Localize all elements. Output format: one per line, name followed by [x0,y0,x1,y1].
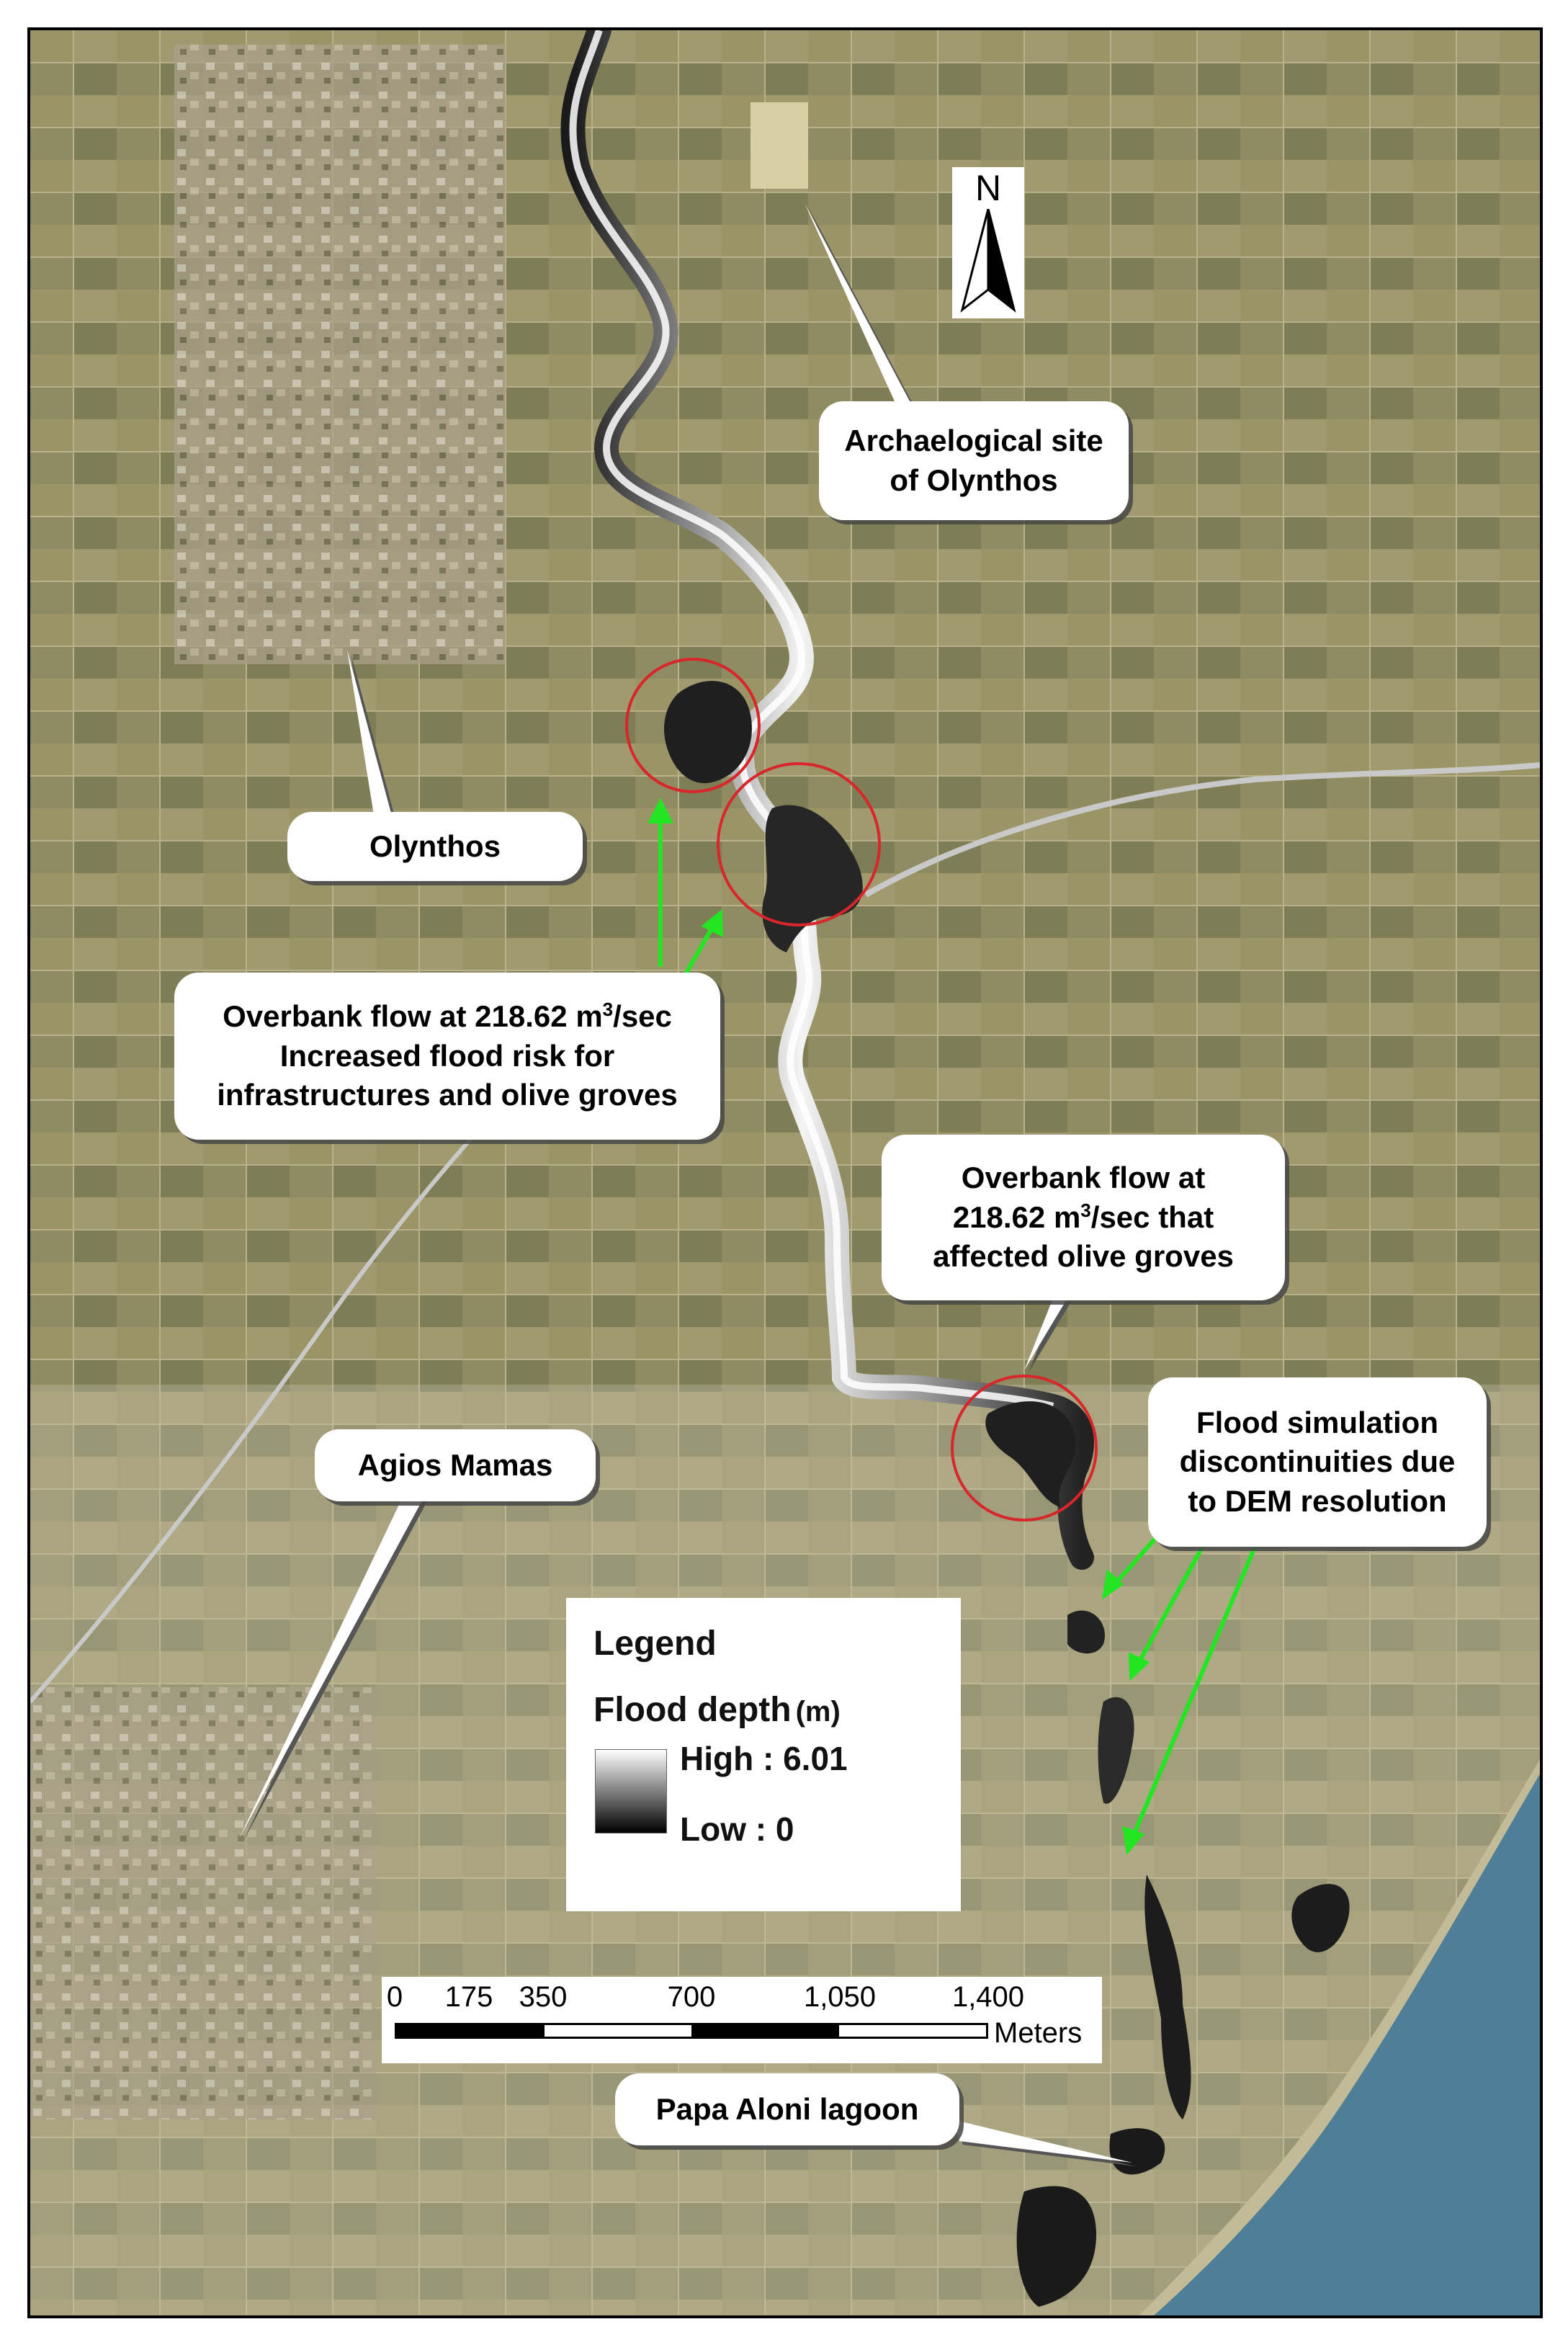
callout-line: Overbank flow at 218.62 m3/sec [223,998,672,1034]
callout-overbank-olive: Overbank flow at 218.62 m3/sec that affe… [882,1135,1285,1300]
flood-circle [717,762,881,926]
callout-line: Archaelogical site [844,423,1103,457]
legend-layer-name: Flood depth(m) [593,1690,841,1730]
river-highlight [569,30,1054,1410]
callout-overbank-infrastructure: Overbank flow at 218.62 m3/sec Increased… [174,973,720,1140]
callout-olynthos: Olynthos [287,812,583,881]
flood-patch [1109,2128,1165,2175]
scale-bar-graphic [395,2023,988,2039]
north-letter: N [975,168,1002,208]
legend-title: Legend [593,1625,717,1663]
scale-tick-label: 350 [519,1981,568,2013]
callout-papa-aloni-lagoon: Papa Aloni lagoon [615,2073,959,2145]
flood-patch [1016,2186,1096,2307]
map-legend: Legend Flood depth(m) High : 6.01 Low : … [566,1598,961,1911]
callout-agios-mamas: Agios Mamas [315,1429,596,1501]
callout-line: infrastructures and olive groves [217,1078,678,1112]
callout-dem-discontinuities: Flood simulation discontinuities due to … [1148,1377,1487,1547]
map-canvas [30,30,1540,2315]
callout-line: Increased flood risk for [279,1038,615,1073]
agios-mamas-town-area [30,1687,376,2119]
pointer-arrows [648,798,1264,1856]
scale-units: Meters [994,2017,1083,2049]
callout-line: 218.62 m3/sec that [952,1199,1214,1234]
scale-segment [838,2025,986,2037]
north-arrow-icon [960,209,1016,313]
callout-archaeological-site: Archaelogical site of Olynthos [819,401,1129,520]
callout-line: Flood simulation [1196,1405,1438,1439]
map-frame: N Archaelogical site of Olynthos Olyntho… [27,27,1543,2318]
flood-circle [625,658,761,793]
sea [1154,1774,1540,2315]
scale-segment [397,2025,545,2037]
flood-patch [1291,1884,1350,1952]
callout-line: Agios Mamas [357,1447,553,1482]
callout-line: of Olynthos [890,463,1058,497]
flood-circle [951,1375,1098,1522]
callout-line: Olynthos [369,828,501,863]
callout-line: to DEM resolution [1188,1483,1447,1518]
callout-line: discontinuities due [1179,1444,1456,1479]
legend-layer: Flood depth [593,1691,792,1729]
legend-unit: (m) [795,1696,841,1728]
scale-tick-label: 700 [667,1981,716,2013]
flood-patch [664,681,752,784]
scale-segment [544,2025,691,2037]
olynthos-town-area [174,45,506,664]
scale-tick-label: 1,400 [951,1981,1025,2013]
callout-line: Papa Aloni lagoon [655,2091,919,2126]
legend-high-label: High : 6.01 [680,1740,848,1777]
flood-patch [1067,1610,1105,1654]
flood-patch [1144,1875,1191,2119]
callout-tails [239,203,1136,2166]
archaeological-site-area [751,102,808,189]
flood-patch [985,1401,1076,1507]
legend-low-label: Low : 0 [680,1810,794,1848]
callout-line: Overbank flow at [961,1161,1206,1195]
callout-line: affected olive groves [933,1239,1234,1274]
north-arrow: N [952,167,1024,318]
legend-color-ramp [595,1749,667,1833]
road [864,762,1540,898]
scale-bar: 0 175 350 700 1,050 1,400 Meters [382,1977,1102,2063]
scale-segment [691,2025,839,2037]
scale-tick-label: 1,050 [803,1981,877,2013]
scale-tick-label: 175 [444,1981,493,2013]
flood-patch [1098,1697,1134,1804]
scale-tick-label: 0 [386,1981,403,2013]
